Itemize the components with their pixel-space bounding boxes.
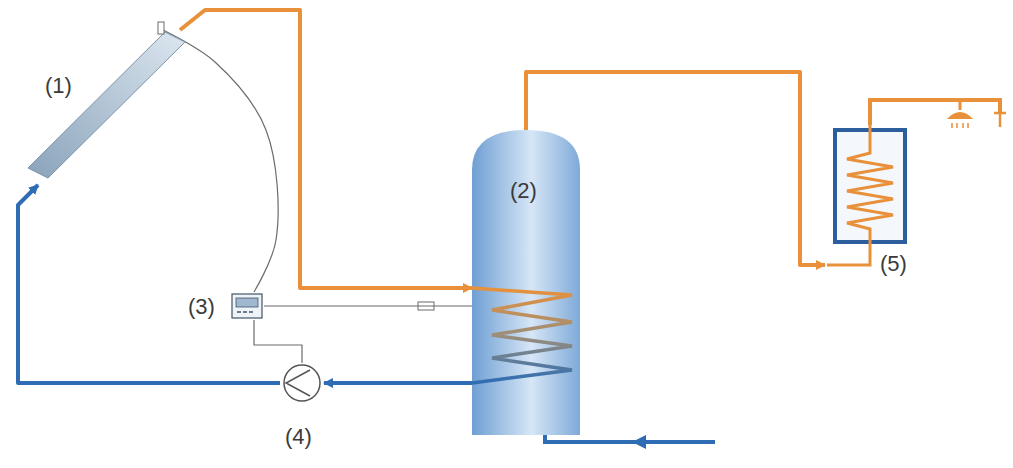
controller-box — [232, 294, 262, 318]
node-outline — [15, 30, 190, 185]
heat-exchanger-coil — [472, 288, 572, 383]
heater-coil — [827, 125, 893, 265]
callout-number: (1) — [45, 75, 72, 97]
signal-wire — [163, 30, 278, 292]
controller-display — [236, 298, 258, 307]
hot-outlet-pipe — [870, 100, 1000, 125]
shower-head — [947, 112, 973, 119]
collector-sensor — [158, 22, 164, 34]
tap-symbol — [994, 113, 1006, 127]
storage-tank-node: (2) — [472, 130, 580, 435]
callout-number: (4) — [285, 426, 312, 448]
pipe-connector — [180, 10, 472, 288]
collector-panel — [28, 32, 185, 178]
pump-arrow — [286, 370, 310, 396]
pump-node: (4) — [280, 363, 324, 453]
flow-arrow — [632, 435, 646, 449]
pipe-connector — [324, 381, 472, 385]
signal-wire — [254, 320, 302, 363]
pump-symbol — [284, 365, 320, 401]
controller-buttons — [237, 311, 253, 313]
shower-stem — [959, 100, 962, 110]
callout-number: (2) — [510, 180, 537, 202]
pipe-connector — [18, 185, 280, 383]
storage-tank — [472, 130, 580, 435]
callout-number: (3) — [188, 296, 215, 318]
solar-collector: (1) — [15, 30, 190, 185]
shower-spray — [952, 123, 968, 128]
controller-node: (3) — [188, 292, 264, 320]
callout-number: (5) — [880, 253, 907, 275]
signal-wire — [264, 305, 472, 306]
heater-node: (5) — [825, 125, 920, 285]
node-outline — [472, 130, 580, 435]
